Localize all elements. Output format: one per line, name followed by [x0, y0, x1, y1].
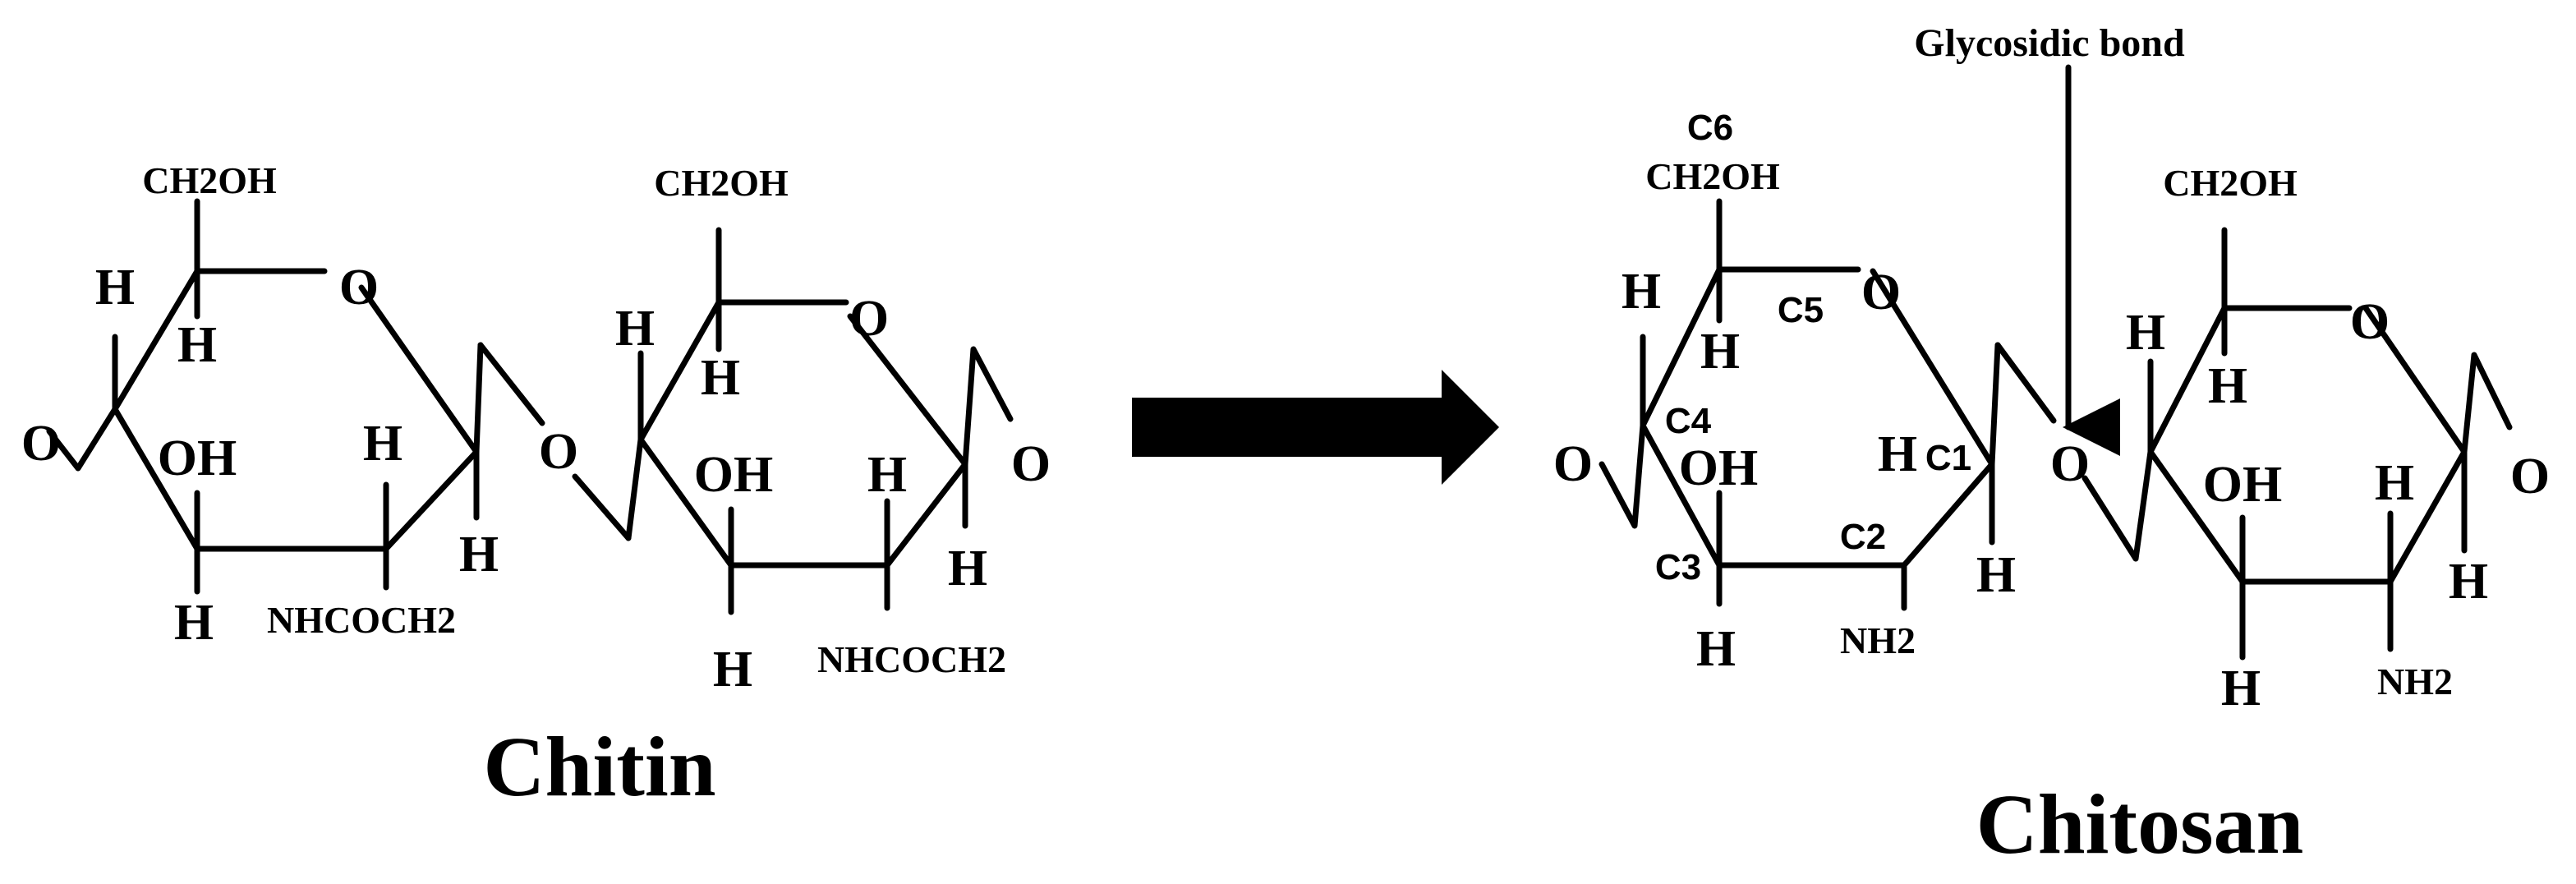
chitosan-r2-h-c4: H: [2126, 305, 2165, 361]
chitosan-c3-label: C3: [1655, 547, 1701, 587]
chitin-r2-h-c4: H: [615, 301, 655, 357]
chitin-title: Chitin: [483, 720, 715, 814]
chitosan-bridge-up: [2132, 449, 2154, 562]
chitin-r2-oh: OH: [694, 447, 773, 503]
chitosan-ring2-bond-c1-o: [2461, 352, 2513, 455]
chitosan-ring2-bonds: [2147, 305, 2468, 585]
chitosan-structure: Glycosidic bond C6 CH2OH O H H C5 C4 OH …: [1553, 21, 2550, 872]
chitosan-r1-h-c4: H: [1622, 264, 1661, 320]
chitin-r2-ch2oh: CH2OH: [654, 162, 789, 204]
chitin-bridge-up: [625, 436, 644, 541]
chitosan-r1-h-c2: H: [1878, 426, 1917, 482]
chitosan-title: Chitosan: [1976, 777, 2304, 872]
chitosan-c6-label: C6: [1687, 108, 1733, 148]
chitin-r2-nhcoch2: NHCOCH2: [817, 638, 1006, 680]
chitin-r2-o-right: O: [1011, 436, 1051, 492]
chitosan-r1-h-c3: H: [1696, 621, 1736, 677]
chitin-r1-h-c3: H: [174, 595, 214, 651]
chitin-r2-h-c1: H: [948, 541, 987, 596]
chitosan-r1-o-left: O: [1553, 436, 1593, 492]
chitin-r1-oh: OH: [158, 430, 237, 486]
chitin-r1-nhcoch2: NHCOCH2: [267, 599, 456, 641]
chitosan-r2-oh: OH: [2203, 457, 2282, 513]
chitosan-c4-label: C4: [1665, 401, 1712, 441]
chitin-r2-o-ring: O: [849, 291, 889, 347]
chitosan-r2-o-ring: O: [2350, 294, 2390, 350]
chitin-structure: CH2OH O H H OH H H H NHCOCH2 O O CH2OH O…: [21, 159, 1051, 814]
chitosan-r1-h-c1: H: [1976, 547, 2016, 603]
chitosan-bridge-left: [1989, 342, 2001, 467]
chitosan-bridge-down: [1994, 342, 2057, 424]
chitosan-r2-h-c2: H: [2375, 455, 2414, 511]
reaction-arrow: [1132, 370, 1499, 485]
reaction-arrow-shape: [1132, 370, 1499, 485]
chitin-r1-h-c5: H: [177, 317, 217, 373]
chitosan-c5-label: C5: [1778, 290, 1824, 330]
chitosan-r1-o-ring: O: [1861, 265, 1901, 320]
chitin-r2-h-c3: H: [713, 642, 752, 698]
chitin-ring2-bonds: [637, 299, 968, 569]
chitin-r1-o-ring: O: [339, 260, 379, 315]
chitin-bridge-left: [473, 342, 484, 455]
chitosan-r1-oh: OH: [1679, 440, 1758, 496]
chitin-r2-h-c2: H: [867, 447, 907, 503]
chitin-ring1-bonds: [112, 268, 480, 552]
glycosidic-bond-label: Glycosidic bond: [1914, 21, 2185, 65]
chitosan-c1-label: C1: [1925, 438, 1971, 478]
chitosan-r2-h-c1: H: [2449, 554, 2488, 610]
chitin-bridge-right: [572, 473, 632, 541]
chitosan-r2-ch2oh: CH2OH: [2163, 162, 2298, 204]
chitin-ring1-bond-c4-o: [46, 406, 118, 472]
chitosan-r1-nh2: NH2: [1840, 619, 1916, 661]
chitin-r2-h-c5: H: [701, 350, 740, 406]
chitosan-ring1-bonds: [1640, 266, 1995, 569]
chitosan-ring1-bond-c4-o: [1598, 422, 1646, 529]
chitosan-r1-h-c5: H: [1700, 324, 1740, 380]
chitosan-r2-h-c3: H: [2221, 661, 2261, 716]
chitosan-r2-o-right: O: [2510, 449, 2550, 504]
chitosan-r2-nh2: NH2: [2377, 661, 2453, 702]
chitin-r1-o-left: O: [21, 416, 61, 472]
chitin-ring2-bond-c1-o: [962, 346, 1014, 467]
chitosan-c2-label: C2: [1840, 517, 1886, 557]
chitosan-r2-h-c5: H: [2208, 358, 2247, 414]
chitin-r1-ch2oh: CH2OH: [142, 159, 277, 201]
chitin-r1-h-c1: H: [459, 527, 499, 582]
chitosan-bridge-o: O: [2050, 436, 2090, 492]
chitin-r1-h-c2: H: [363, 416, 402, 472]
chitosan-r1-ch2oh: CH2OH: [1645, 155, 1780, 197]
chitin-bridge-down: [477, 342, 545, 426]
chitin-r1-h-c4: H: [95, 260, 135, 315]
chitosan-bridge-right: [2082, 475, 2139, 562]
chitin-bridge-o: O: [539, 424, 578, 480]
